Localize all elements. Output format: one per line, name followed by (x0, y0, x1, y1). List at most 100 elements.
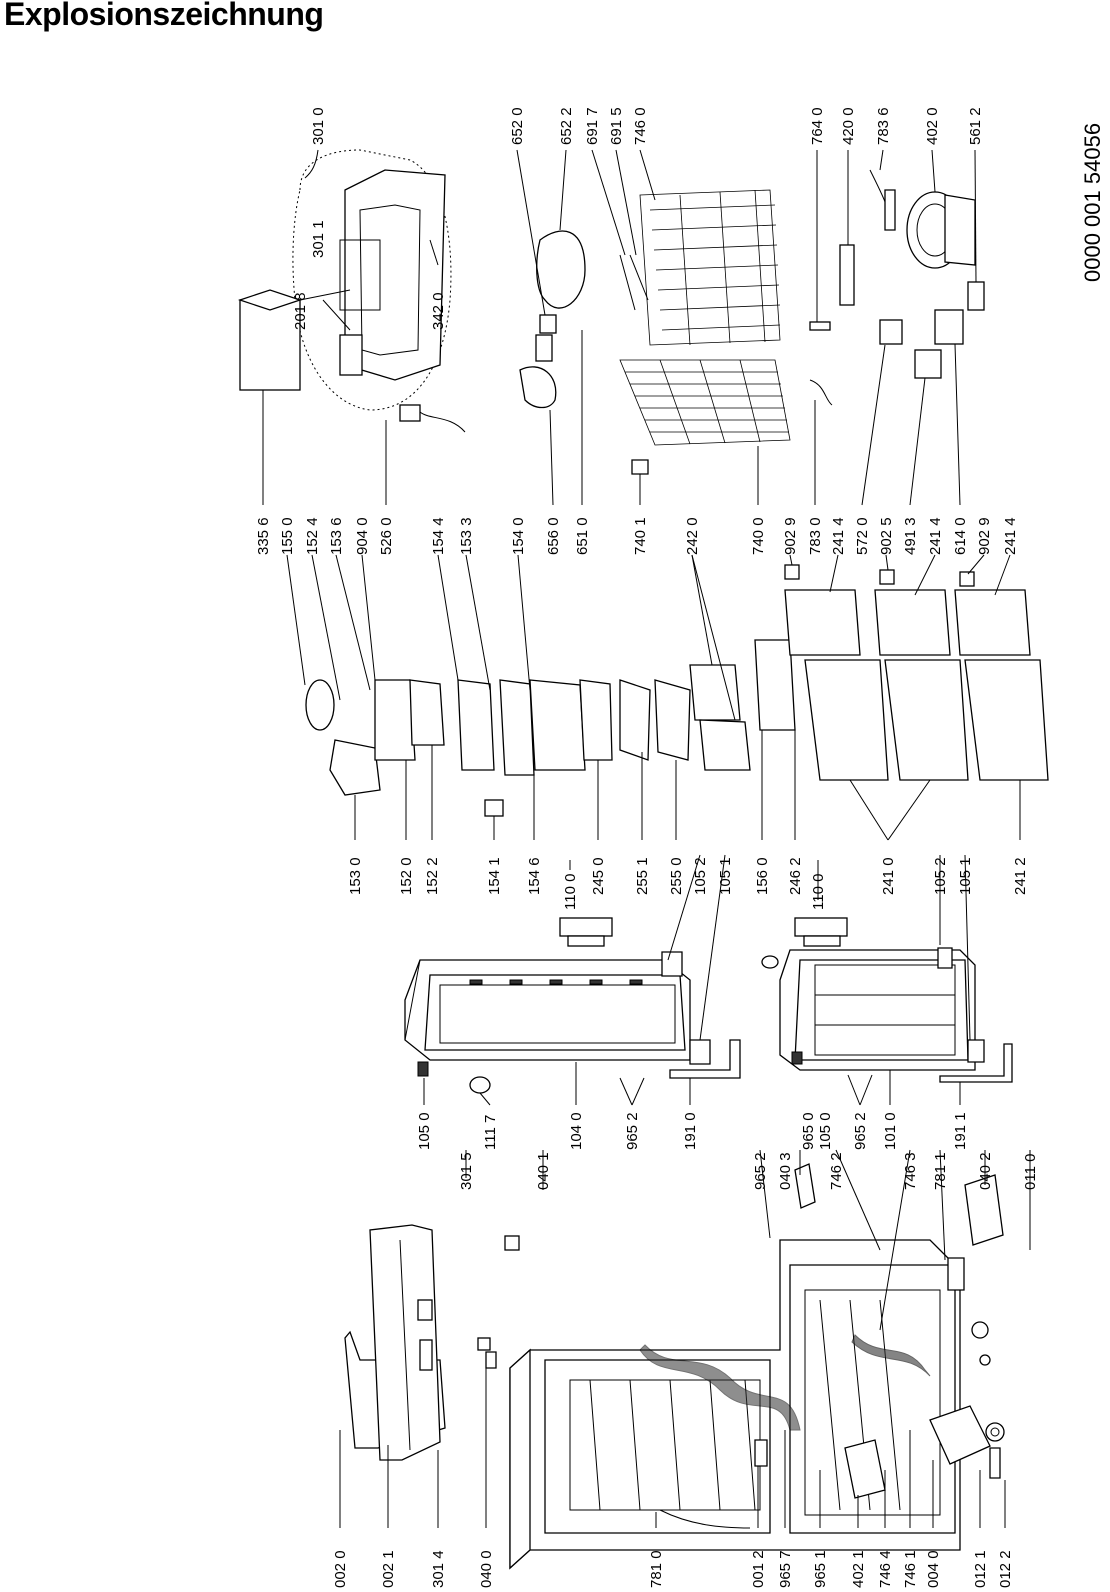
fridge-door-part (404, 959, 691, 1061)
part-label: 156 0 (754, 857, 771, 895)
part-label: 301 5 (458, 1152, 475, 1190)
part-label: 105 0 (416, 1112, 433, 1150)
part-label: 002 0 (332, 1550, 349, 1588)
part-label: 191 1 (952, 1112, 969, 1150)
part-label: 301 0 (310, 107, 327, 145)
part-label: 105 2 (932, 857, 949, 895)
part-label: 691 7 (584, 107, 601, 145)
part-label: 342 0 (430, 292, 447, 330)
part-label: 004 0 (925, 1550, 942, 1588)
part-label: 104 0 (568, 1112, 585, 1150)
control-panel-group-outline (292, 149, 452, 411)
part-label: 241 0 (880, 857, 897, 895)
part-label: 526 0 (378, 517, 395, 555)
part-label: 965 0 (800, 1112, 817, 1150)
part-label: 002 1 (380, 1550, 397, 1588)
part-label: 241 4 (927, 517, 944, 555)
part-label: 255 1 (634, 857, 651, 895)
part-label: 255 0 (668, 857, 685, 895)
part-label: 105 2 (692, 857, 709, 895)
freezer-door-part (779, 949, 976, 1071)
document-number: 0000 001 54056 (1080, 123, 1105, 282)
part-label: 783 0 (807, 517, 824, 555)
part-label: 652 2 (558, 107, 575, 145)
part-label: 110 0 (810, 874, 827, 910)
part-label: 301 4 (430, 1550, 447, 1588)
hinge-cap-part (504, 1235, 520, 1251)
door-hinge-part (559, 917, 613, 937)
part-label: 764 0 (809, 107, 826, 145)
part-label: 040 1 (535, 1152, 552, 1190)
part-label: 746 2 (828, 1152, 845, 1190)
cabinet-part (509, 1239, 961, 1570)
part-label: 154 4 (430, 517, 447, 555)
part-label: 111 7 (482, 1115, 499, 1150)
part-label: 001 2 (750, 1550, 767, 1588)
part-label: 783 6 (875, 107, 892, 145)
part-label: 153 0 (347, 857, 364, 895)
part-label: 656 0 (545, 517, 562, 555)
part-label: 105 0 (817, 1112, 834, 1150)
part-label: 154 6 (526, 857, 543, 895)
part-label: 781 0 (648, 1550, 665, 1588)
part-label: 965 2 (624, 1112, 641, 1150)
part-label: 241 2 (1012, 857, 1029, 895)
part-label: 153 6 (328, 517, 345, 555)
part-label: 965 1 (812, 1550, 829, 1588)
part-label: 040 3 (777, 1152, 794, 1190)
part-label: 152 2 (424, 857, 441, 895)
part-label: 011 0 (1022, 1154, 1039, 1190)
part-label: 740 0 (750, 517, 767, 555)
leader-lines (262, 149, 1031, 1528)
part-label: 902 9 (782, 517, 799, 555)
part-label: 572 0 (854, 517, 871, 555)
part-label: 241 4 (1002, 517, 1019, 555)
part-label: 152 4 (304, 517, 321, 555)
part-label: 746 3 (902, 1152, 919, 1190)
door-shelves-part (305, 679, 691, 817)
part-label: 652 0 (509, 107, 526, 145)
part-label: 904 0 (354, 517, 371, 555)
part-label: 242 0 (684, 517, 701, 555)
evaporator-part (639, 189, 781, 346)
part-label: 491 3 (902, 517, 919, 555)
part-label: 402 0 (924, 107, 941, 145)
crisper-boxes-part (689, 564, 1049, 781)
part-label: 154 1 (486, 857, 503, 895)
part-label: 614 0 (952, 517, 969, 555)
screw-part (794, 1163, 816, 1209)
condenser-part (619, 359, 791, 446)
part-label: 040 2 (977, 1152, 994, 1190)
part-drawings (237, 149, 1049, 1570)
electronics-box-part (239, 299, 301, 391)
part-label: 101 0 (882, 1112, 899, 1150)
part-label: 420 0 (840, 107, 857, 145)
part-label: 110 0 (562, 874, 579, 910)
part-label: 153 3 (458, 517, 475, 555)
adjustable-foot-part (985, 1422, 1005, 1442)
part-label: 740 1 (632, 517, 649, 555)
part-label: 902 9 (976, 517, 993, 555)
drain-tube-part (659, 1509, 751, 1529)
part-label: 965 2 (752, 1152, 769, 1190)
part-label: 040 0 (478, 1550, 495, 1588)
part-label: 105 1 (717, 857, 734, 895)
part-label: 902 5 (878, 517, 895, 555)
part-label: 245 0 (590, 857, 607, 895)
part-number-labels: 002 0 002 1 301 4 040 0 781 0 001 2 965 … (255, 107, 1105, 1588)
part-label: 746 1 (902, 1550, 919, 1588)
part-label: 561 2 (967, 107, 984, 145)
lamp-cover-part (536, 230, 586, 309)
part-label: 191 0 (682, 1112, 699, 1150)
part-label: 246 2 (787, 857, 804, 895)
part-label: 965 2 (852, 1112, 869, 1150)
part-label: 154 0 (510, 517, 527, 555)
part-label: 781 1 (932, 1152, 949, 1190)
part-label: 335 6 (255, 517, 272, 555)
part-label: 105 1 (957, 857, 974, 895)
part-label: 241 4 (830, 517, 847, 555)
part-label: 155 0 (279, 517, 296, 555)
part-label: 746 4 (877, 1550, 894, 1588)
part-label: 301 1 (310, 220, 327, 258)
